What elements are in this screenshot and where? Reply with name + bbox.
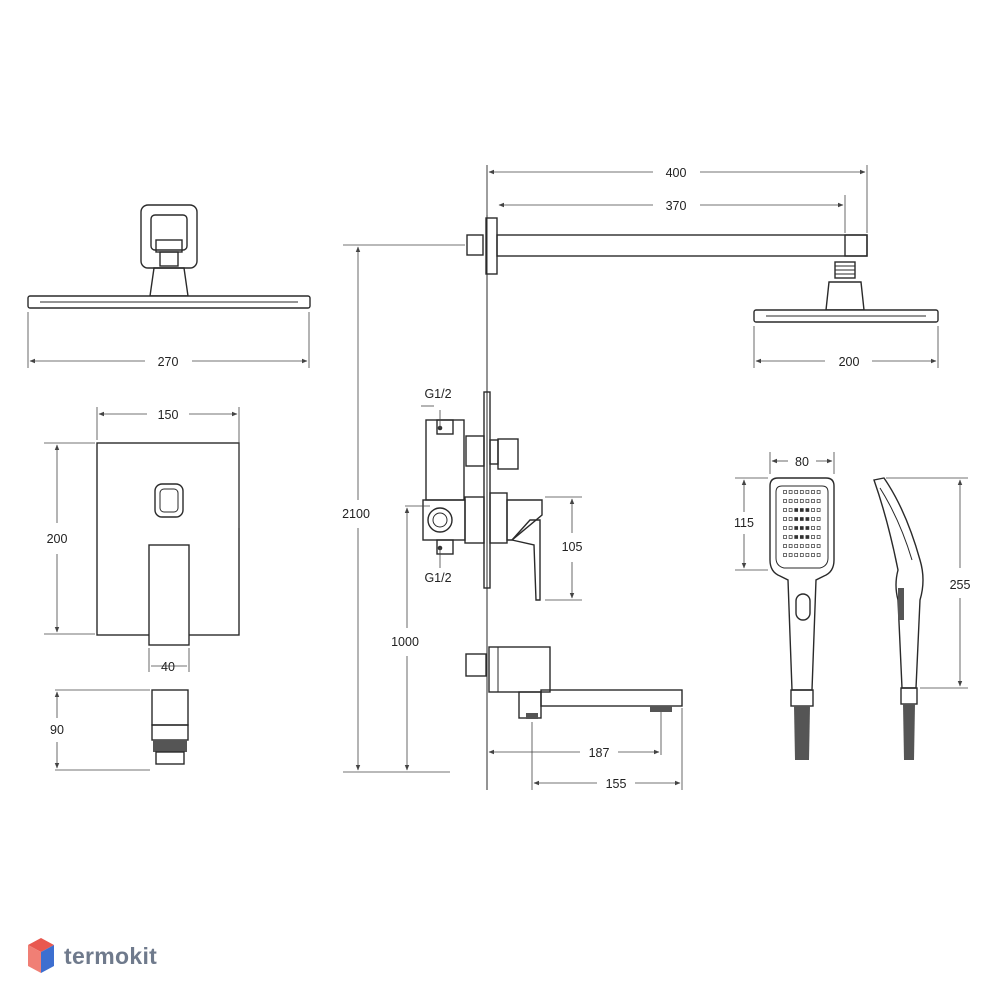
- dim-hand-shower-length: 255: [950, 578, 971, 592]
- nozzle: [799, 508, 804, 512]
- label-inlet-bottom: G1/2: [424, 571, 451, 585]
- nozzle: [799, 553, 804, 557]
- dim-mixer-height: 105: [562, 540, 583, 554]
- nozzle: [799, 526, 804, 530]
- nozzle: [783, 544, 787, 548]
- bath-spout-side-view: 187 155: [465, 646, 683, 791]
- nozzle: [805, 517, 810, 521]
- overhead-shower-front-view: 270: [27, 204, 311, 369]
- nozzle: [799, 517, 804, 521]
- nozzle: [794, 535, 799, 539]
- dim-hand-shower-width: 80: [795, 455, 809, 469]
- nozzle: [816, 526, 821, 530]
- nozzle: [816, 508, 821, 512]
- dim-hand-shower-head-height: 115: [734, 516, 754, 530]
- nozzle: [788, 508, 793, 512]
- dim-mixer-depth: 90: [50, 723, 64, 737]
- nozzle: [783, 535, 787, 539]
- nozzle: [788, 535, 793, 539]
- nozzle: [788, 553, 793, 557]
- nozzle: [816, 535, 821, 539]
- nozzle: [805, 508, 810, 512]
- dim-shower-head-width: 200: [839, 355, 860, 369]
- nozzle: [805, 490, 810, 494]
- nozzle: [811, 490, 815, 494]
- mixer-body-side-view: G1/2 G1/2 105 1000: [391, 387, 583, 771]
- nozzle: [805, 535, 810, 539]
- nozzle: [799, 490, 804, 494]
- nozzle: [811, 544, 815, 548]
- nozzle: [794, 517, 799, 521]
- nozzle: [799, 499, 804, 503]
- nozzle: [794, 499, 799, 503]
- nozzle: [811, 526, 815, 530]
- nozzle: [783, 526, 787, 530]
- nozzle: [799, 535, 804, 539]
- hand-shower-front-view: 80 115: [734, 452, 835, 760]
- nozzle: [794, 490, 799, 494]
- nozzle: [805, 544, 810, 548]
- nozzle: [788, 499, 793, 503]
- total-height-dimension: 2100: [342, 244, 465, 773]
- nozzle: [811, 499, 815, 503]
- dim-mixer-plate-width: 150: [158, 408, 179, 422]
- dim-mixer-install-height: 1000: [391, 635, 419, 649]
- dim-overhead-width: 270: [158, 355, 179, 369]
- nozzle: [799, 544, 804, 548]
- dim-spout-length: 187: [589, 746, 610, 760]
- nozzle: [783, 490, 787, 494]
- nozzle: [794, 526, 799, 530]
- dim-arm-length: 370: [666, 199, 687, 213]
- overhead-shower-side-view: 200: [753, 261, 939, 369]
- nozzle: [811, 508, 815, 512]
- nozzle: [816, 490, 821, 494]
- dim-total-height: 2100: [342, 507, 370, 521]
- nozzle: [783, 499, 787, 503]
- dim-mixer-plate-height: 200: [47, 532, 68, 546]
- mixer-side-view: 90: [50, 689, 189, 771]
- cube-logo-icon: [28, 938, 54, 973]
- hand-shower-side-view: 255: [873, 477, 971, 760]
- nozzle: [783, 517, 787, 521]
- shower-arm: 400 370: [466, 165, 868, 275]
- dim-arm-total-length: 400: [666, 166, 687, 180]
- nozzle: [816, 544, 821, 548]
- nozzle: [811, 553, 815, 557]
- nozzle: [788, 526, 793, 530]
- nozzle: [816, 517, 821, 521]
- nozzle: [811, 517, 815, 521]
- dim-mixer-handle-width: 40: [161, 660, 175, 674]
- brand-name: termokit: [64, 942, 158, 969]
- nozzle: [805, 499, 810, 503]
- dim-spout-reach: 155: [606, 777, 627, 791]
- hand-shower-nozzles: [783, 490, 821, 557]
- nozzle: [783, 553, 787, 557]
- nozzle: [794, 553, 799, 557]
- nozzle: [794, 508, 799, 512]
- nozzle: [783, 508, 787, 512]
- nozzle: [788, 490, 793, 494]
- nozzle: [805, 553, 810, 557]
- nozzle: [811, 535, 815, 539]
- nozzle: [794, 544, 799, 548]
- nozzle: [816, 499, 821, 503]
- label-inlet-top: G1/2: [424, 387, 451, 401]
- mixer-plate-front-view: 150 200 40: [44, 407, 240, 674]
- nozzle: [788, 517, 793, 521]
- nozzle: [805, 526, 810, 530]
- nozzle: [816, 553, 821, 557]
- nozzle: [788, 544, 793, 548]
- brand-logo: termokit: [26, 936, 157, 976]
